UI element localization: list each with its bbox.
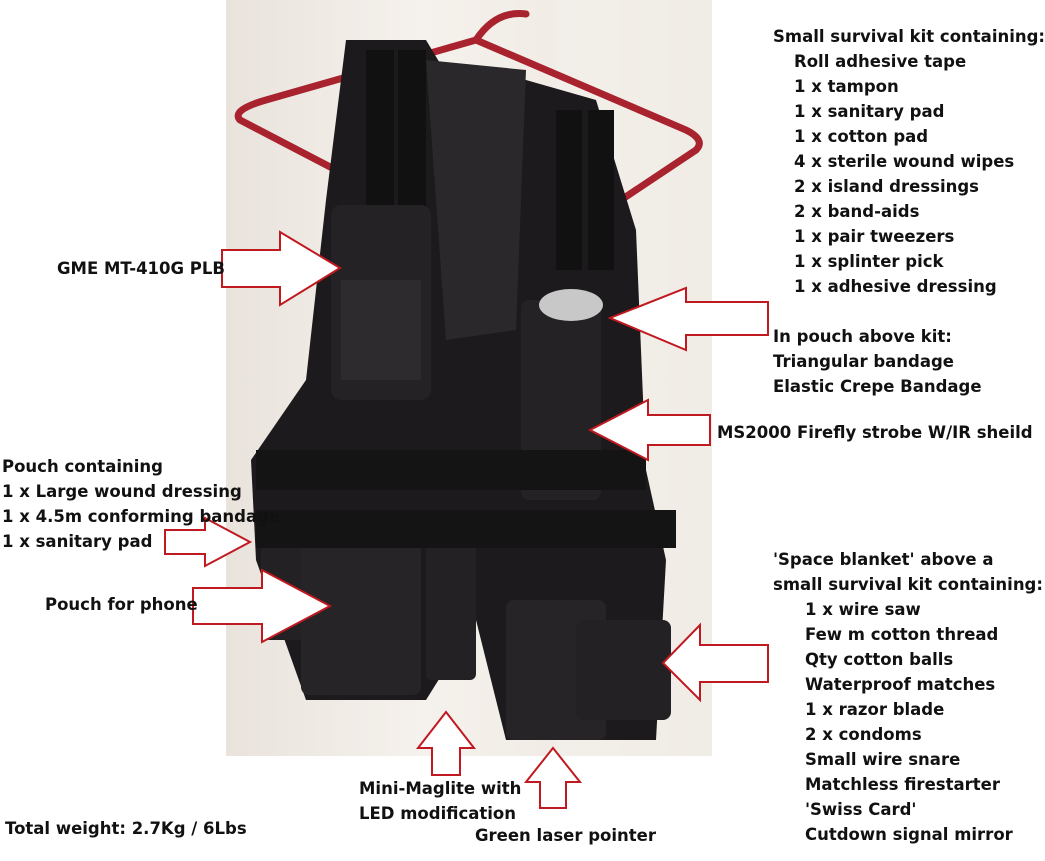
survival-kit-top-item: 2 x band-aids: [794, 202, 920, 221]
survival-kit-top-item: 1 x tampon: [794, 77, 899, 96]
arrows-layer: [164, 230, 769, 809]
vest-illustration: [234, 0, 712, 756]
survival-kit-top-item: 4 x sterile wound wipes: [794, 152, 1015, 171]
pouch-left-item: 1 x 4.5m conforming bandage: [2, 507, 281, 526]
arrow-pouch-left: [164, 516, 253, 568]
space-blanket-item: Cutdown signal mirror: [805, 825, 1013, 844]
space-blanket-heading: 'Space blanket' above a: [773, 550, 994, 569]
hanger: [234, 10, 703, 214]
arrow-space-blanket: [661, 622, 769, 703]
arrow-strobe: [587, 398, 711, 462]
pouch-above-kit-heading: In pouch above kit:: [773, 327, 952, 346]
space-blanket-item: Few m cotton thread: [805, 625, 999, 644]
space-blanket-item: 'Swiss Card': [805, 800, 917, 819]
pouch-left-item: 1 x sanitary pad: [2, 532, 153, 551]
arrow-laser: [523, 746, 583, 809]
arrow-plb: [221, 230, 342, 307]
maglite-line: LED modification: [359, 804, 516, 823]
survival-kit-top-item: 1 x adhesive dressing: [794, 277, 997, 296]
space-blanket-item: Waterproof matches: [805, 675, 996, 694]
space-blanket-heading: small survival kit containing:: [773, 575, 1043, 594]
survival-kit-top-item: 1 x pair tweezers: [794, 227, 955, 246]
survival-kit-top-item: 1 x splinter pick: [794, 252, 944, 271]
maglite-line: Mini-Maglite with: [359, 779, 522, 798]
survival-kit-top-heading: Small survival kit containing:: [773, 27, 1045, 46]
pouch-left-heading: Pouch containing: [2, 457, 163, 476]
space-blanket-item: 2 x condoms: [805, 725, 922, 744]
survival-kit-top-item: 1 x cotton pad: [794, 127, 929, 146]
space-blanket-item: Qty cotton balls: [805, 650, 954, 669]
vest-photo: [226, 0, 712, 756]
maglite-label: Mini-Maglite with LED modification: [359, 776, 521, 826]
survival-kit-top-item: 1 x sanitary pad: [794, 102, 945, 121]
space-blanket-item: Small wire snare: [805, 750, 961, 769]
pouch-above-kit-item: Elastic Crepe Bandage: [773, 377, 982, 396]
laser-label: Green laser pointer: [475, 826, 657, 845]
total-weight-label: Total weight: 2.7Kg / 6Lbs: [5, 819, 247, 838]
arrow-pouch-above-kit: [607, 286, 769, 352]
survival-kit-top-item: Roll adhesive tape: [794, 52, 967, 71]
pouch-left-label: Pouch containing 1 x Large wound dressin…: [2, 454, 280, 554]
plb-label: GME MT-410G PLB: [57, 259, 225, 278]
survival-kit-top-item: 2 x island dressings: [794, 177, 979, 196]
vest-body: [251, 40, 676, 740]
pouch-above-kit-label: In pouch above kit: Triangular bandage E…: [773, 324, 982, 399]
space-blanket-item: Matchless firestarter: [805, 775, 1000, 794]
survival-kit-top-label: Small survival kit containing: Roll adhe…: [773, 24, 1045, 299]
arrow-phone: [192, 568, 333, 644]
pouch-left-item: 1 x Large wound dressing: [2, 482, 242, 501]
space-blanket-item: 1 x wire saw: [805, 600, 921, 619]
space-blanket-label: 'Space blanket' above a small survival k…: [773, 547, 1043, 847]
strobe-label: MS2000 Firefly strobe W/IR sheild: [717, 423, 1033, 442]
arrow-maglite: [415, 710, 477, 776]
phone-pouch-label: Pouch for phone: [45, 595, 198, 614]
pouch-above-kit-item: Triangular bandage: [773, 352, 954, 371]
space-blanket-item: 1 x razor blade: [805, 700, 945, 719]
